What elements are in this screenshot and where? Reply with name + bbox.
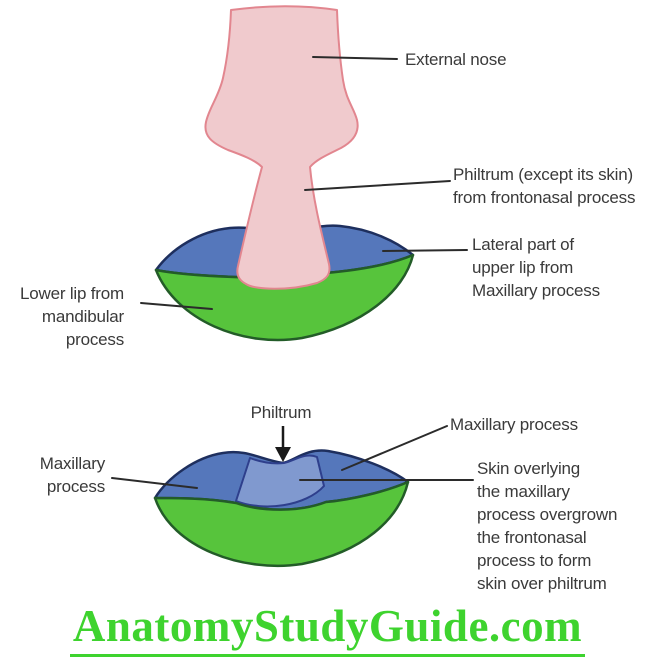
lower-lip-leader-line	[140, 302, 213, 310]
footer: AnatomyStudyGuide.com	[0, 601, 655, 657]
lateral-upper-lip-leader-line	[382, 249, 468, 252]
site-link[interactable]: AnatomyStudyGuide.com	[69, 601, 586, 657]
skin-overlying-label: Skin overlying the maxillary process ove…	[477, 459, 618, 593]
lateral-upper-lip-label: Lateral part of upper lip from Maxillary…	[472, 235, 600, 300]
philtrum-label: Philtrum	[250, 403, 312, 422]
bottom-lower-lip-shape	[153, 480, 410, 568]
maxillary-process-left-label: Maxillary process	[39, 454, 105, 496]
maxillary-process-right-label: Maxillary process	[450, 415, 578, 434]
maxillary-left-leader-line	[111, 477, 198, 489]
lower-lip-label: Lower lip from mandibular process	[20, 284, 124, 349]
external-nose-shape	[204, 5, 359, 290]
maxillary-right-leader-line	[341, 425, 448, 471]
philtrum-frontonasal-leader-line	[304, 180, 451, 191]
external-nose-leader-line	[312, 56, 398, 60]
top-lower-lip-shape	[154, 253, 415, 342]
philtrum-frontonasal-label: Philtrum (except its skin) from frontona…	[453, 165, 636, 207]
external-nose-label: External nose	[405, 50, 507, 69]
philtrum-skin-shape	[235, 454, 325, 508]
philtrum-arrowhead-icon	[275, 447, 291, 462]
